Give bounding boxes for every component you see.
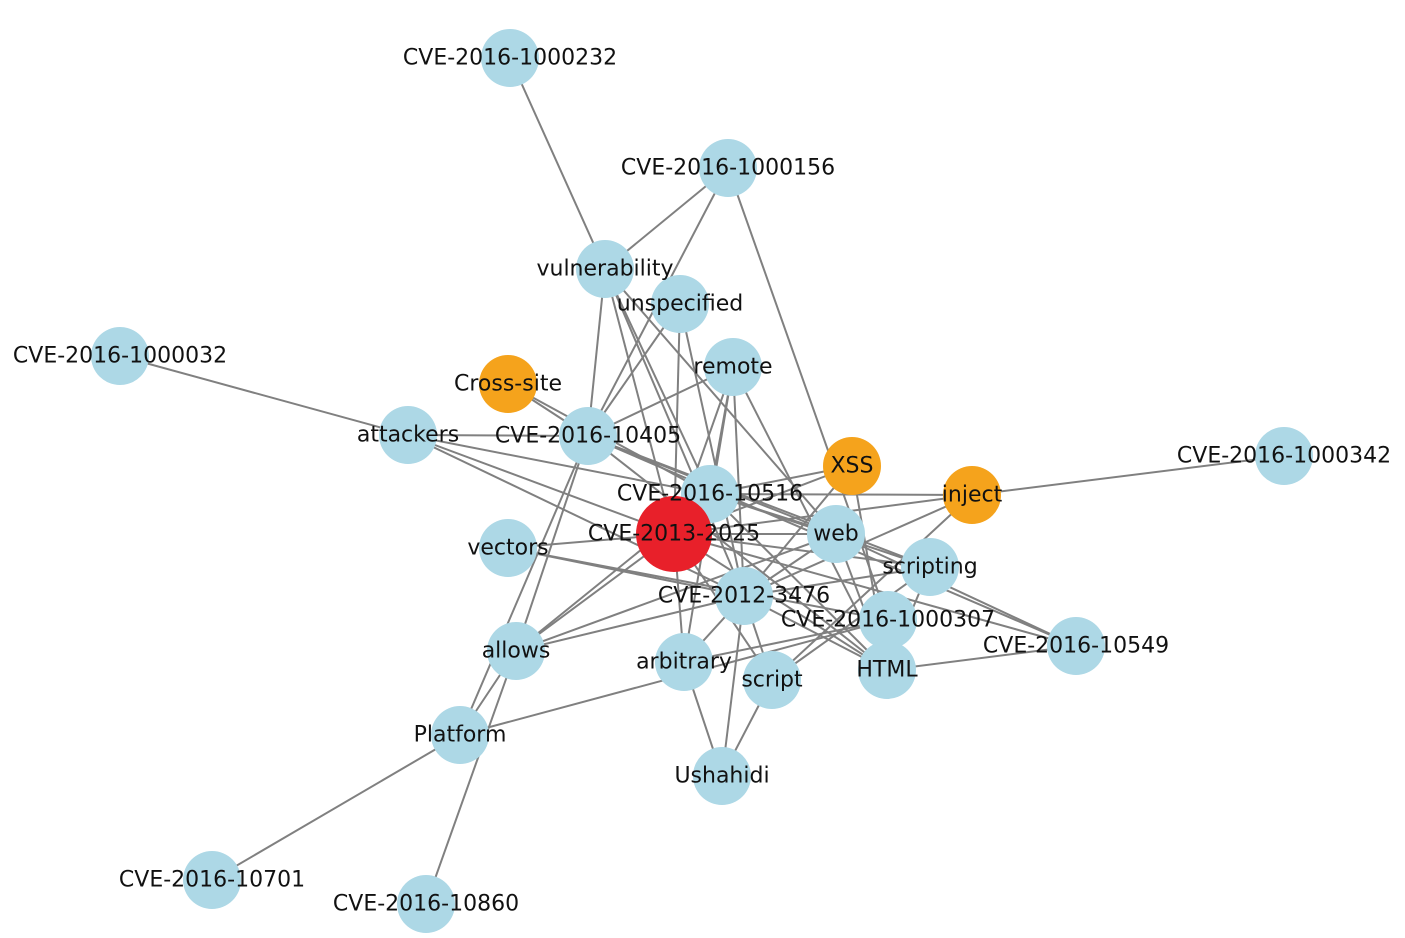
node-attackers xyxy=(379,406,437,464)
edge-unspecified--cve-2012-3476 xyxy=(679,303,745,597)
node-cve-2016-1000032 xyxy=(91,327,149,385)
node-cve-2016-1000156 xyxy=(699,139,757,197)
node-label-inject: inject xyxy=(942,483,1003,508)
edge-cve-2013-2025--cve-2016-10549 xyxy=(673,533,1077,647)
edge-vulnerability--cve-2012-3476 xyxy=(604,268,745,597)
edge-scripting--cve-2012-3476 xyxy=(743,566,931,597)
node-allows xyxy=(487,622,545,680)
node-cve-2016-1000342 xyxy=(1255,427,1313,485)
node-arbitrary xyxy=(655,633,713,691)
node-cve-2012-3476 xyxy=(715,567,773,625)
node-label-ushahidi: Ushahidi xyxy=(674,764,769,789)
edge-cve-2016-1000307--arbitrary xyxy=(683,619,889,663)
node-label-cve-2013-2025: CVE-2013-2025 xyxy=(588,522,760,547)
edge-web--allows xyxy=(515,533,837,652)
node-cve-2016-10860 xyxy=(397,875,455,933)
node-cve-2016-10701 xyxy=(183,851,241,909)
node-vulnerability xyxy=(576,240,634,298)
edge-cve-2013-2025--html xyxy=(673,533,888,671)
node-label-cve-2016-1000232: CVE-2016-1000232 xyxy=(403,46,617,71)
edge-inject--cve-2016-10516 xyxy=(709,493,973,496)
node-label-remote: remote xyxy=(693,355,772,380)
edge-inject--cve-2016-1000342 xyxy=(971,455,1285,496)
node-cross-site xyxy=(479,355,537,413)
node-label-web: web xyxy=(813,522,859,547)
edge-platform--cve-2016-10701 xyxy=(211,734,461,881)
edge-cve-2012-3476--ushahidi xyxy=(721,595,745,777)
edge-vulnerability--cve-2013-2025 xyxy=(604,268,675,535)
node-scripting xyxy=(901,538,959,596)
node-label-arbitrary: arbitrary xyxy=(636,650,732,675)
node-cve-2016-1000232 xyxy=(481,29,539,87)
edge-allows--cve-2016-10860 xyxy=(425,650,517,905)
node-label-cve-2012-3476: CVE-2012-3476 xyxy=(658,584,830,609)
node-cve-2013-2025 xyxy=(636,496,712,572)
node-xss xyxy=(823,437,881,495)
edge-attackers--cve-2016-10516 xyxy=(407,434,711,495)
node-label-cve-2016-10516: CVE-2016-10516 xyxy=(617,482,803,507)
node-label-cross-site: Cross-site xyxy=(454,372,562,397)
node-cve-2016-10549 xyxy=(1047,617,1105,675)
edge-vulnerability--cve-2016-10516 xyxy=(604,268,711,495)
edge-cve-2016-1000032--attackers xyxy=(119,355,409,436)
node-vectors xyxy=(479,519,537,577)
node-ushahidi xyxy=(693,747,751,805)
edge-cve-2016-10405--platform xyxy=(459,435,589,736)
node-label-cve-2016-10549: CVE-2016-10549 xyxy=(983,634,1169,659)
node-label-cve-2016-1000342: CVE-2016-1000342 xyxy=(1177,444,1391,469)
nodes-layer xyxy=(91,29,1313,933)
node-label-script: script xyxy=(741,668,803,693)
node-label-allows: allows xyxy=(482,639,551,664)
edge-html--cve-2016-10549 xyxy=(886,645,1077,671)
node-label-cve-2016-10860: CVE-2016-10860 xyxy=(333,892,519,917)
node-remote xyxy=(704,338,762,396)
edge-cve-2016-10516--html xyxy=(709,493,888,671)
node-cve-2016-1000307 xyxy=(859,591,917,649)
node-web xyxy=(807,505,865,563)
node-label-cve-2016-1000156: CVE-2016-1000156 xyxy=(621,156,835,181)
edge-scripting--script xyxy=(771,566,931,681)
node-label-xss: XSS xyxy=(830,454,873,479)
node-unspecified xyxy=(651,275,709,333)
node-label-scripting: scripting xyxy=(882,555,977,580)
edge-attackers--cve-2013-2025 xyxy=(407,434,675,535)
node-label-cve-2016-10701: CVE-2016-10701 xyxy=(119,868,305,893)
node-label-unspecified: unspecified xyxy=(617,292,743,317)
edge-cve-2013-2025--scripting xyxy=(673,533,931,568)
edge-attackers--cve-2016-10405 xyxy=(407,434,589,437)
node-label-platform: Platform xyxy=(414,723,507,748)
node-platform xyxy=(431,706,489,764)
edge-web--cve-2016-10549 xyxy=(835,533,1077,647)
node-label-vectors: vectors xyxy=(467,536,548,561)
node-label-html: HTML xyxy=(856,658,918,683)
node-label-attackers: attackers xyxy=(357,423,459,448)
node-script xyxy=(743,651,801,709)
node-inject xyxy=(943,466,1001,524)
edge-cve-2012-3476--allows xyxy=(515,595,745,652)
node-label-cve-2016-1000032: CVE-2016-1000032 xyxy=(13,344,227,369)
edge-unspecified--cve-2013-2025 xyxy=(673,303,681,535)
node-cve-2016-10405 xyxy=(559,407,617,465)
node-label-cve-2016-1000307: CVE-2016-1000307 xyxy=(781,608,995,633)
edge-cve-2016-1000232--vulnerability xyxy=(509,57,606,270)
node-label-cve-2016-10405: CVE-2016-10405 xyxy=(495,424,681,449)
edge-inject--script xyxy=(771,494,973,681)
node-html xyxy=(858,641,916,699)
node-label-vulnerability: vulnerability xyxy=(536,257,673,282)
